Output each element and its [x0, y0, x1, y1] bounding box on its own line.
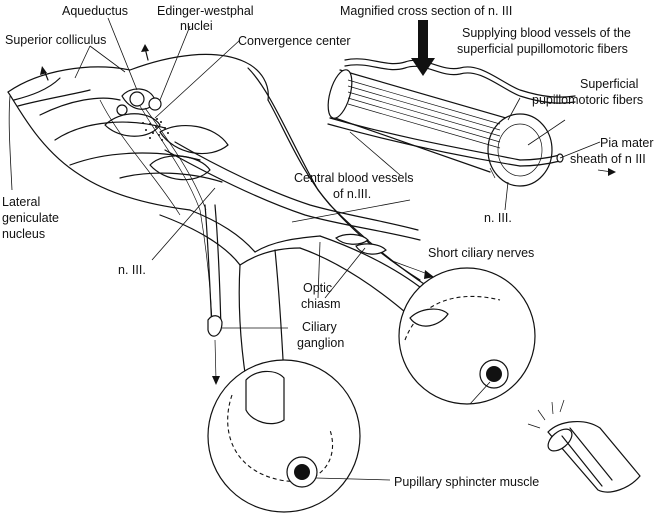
left-eye [207, 359, 361, 513]
label-n3-right: n. III. [484, 211, 512, 225]
label-pia-mater-line1: Pia mater [600, 136, 654, 150]
label-central-vessels-line1: Central blood vessels [294, 171, 414, 185]
label-short-ciliary-nerves: Short ciliary nerves [428, 246, 534, 260]
label-supplying-vessels-line2: superficial pupillomotoric fibers [457, 42, 628, 56]
leader-lines [8, 17, 601, 481]
label-n3-left: n. III. [118, 263, 146, 277]
label-convergence-center: Convergence center [238, 34, 351, 48]
label-superficial-fibers-line1: Superficial [580, 77, 638, 91]
label-aqueductus: Aqueductus [62, 4, 128, 18]
diagram-labels: Aqueductus Edinger-westphal nuclei Super… [2, 4, 654, 489]
label-pia-mater-line2: sheath of n III [570, 152, 646, 166]
label-pupillary-sphincter: Pupillary sphincter muscle [394, 475, 539, 489]
label-edinger-westphal-line1: Edinger-westphal [157, 4, 254, 18]
optic-pathway [159, 67, 434, 385]
label-supplying-vessels-line1: Supplying blood vessels of the [462, 26, 631, 40]
label-lateral-geniculate-line3: nucleus [2, 227, 45, 241]
label-lateral-geniculate-line1: Lateral [2, 195, 40, 209]
midbrain-drawing [7, 44, 269, 321]
label-optic-chiasm-line1: Optic [303, 281, 332, 295]
label-superficial-fibers-line2: pupillomotoric fibers [532, 93, 643, 107]
right-eye [398, 267, 536, 405]
label-superior-colliculus: Superior colliculus [5, 33, 106, 47]
label-magnified-cross-section: Magnified cross section of n. III [340, 4, 512, 18]
label-optic-chiasm-line2: chiasm [301, 297, 341, 311]
label-ciliary-ganglion-line1: Ciliary [302, 320, 337, 334]
magnified-cross-section-n3 [327, 20, 616, 187]
label-edinger-westphal-line2: nuclei [180, 19, 213, 33]
label-ciliary-ganglion-line2: ganglion [297, 336, 344, 350]
label-lateral-geniculate-line2: geniculate [2, 211, 59, 225]
label-central-vessels-line2: of n.III. [333, 187, 371, 201]
penlight [527, 399, 641, 493]
